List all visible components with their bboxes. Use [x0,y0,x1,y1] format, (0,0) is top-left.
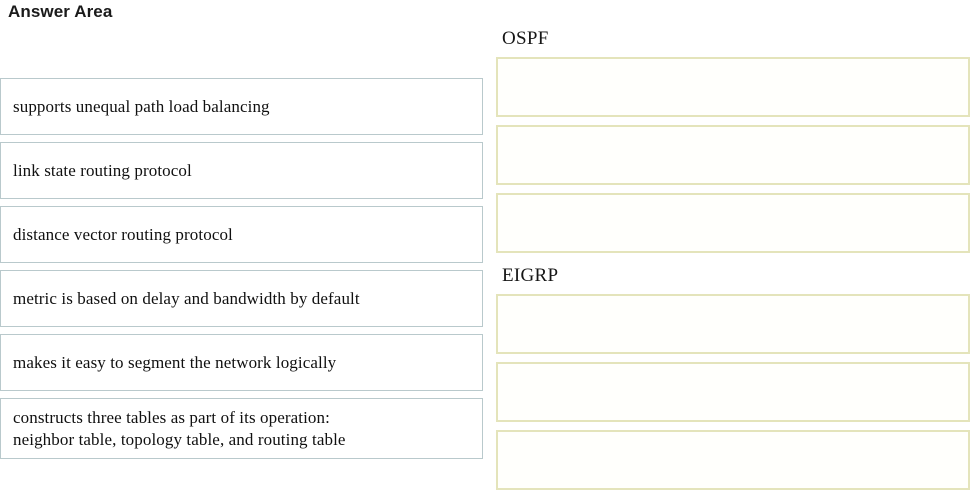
answer-choice-label: makes it easy to segment the network log… [13,352,337,372]
answer-choice-item[interactable]: makes it easy to segment the network log… [0,334,483,391]
drop-slot-eigrp-2[interactable] [496,362,970,422]
drop-target-column: OSPF EIGRP [496,28,970,490]
drop-slot-ospf-2[interactable] [496,125,970,185]
answer-choice-item[interactable]: constructs three tables as part of its o… [0,398,483,459]
answer-choice-label: constructs three tables as part of its o… [13,407,346,449]
answer-choice-item[interactable]: distance vector routing protocol [0,206,483,263]
drop-slot-ospf-1[interactable] [496,57,970,117]
answer-choice-label: distance vector routing protocol [13,224,233,244]
answer-choice-label: metric is based on delay and bandwidth b… [13,288,360,308]
answer-choice-label: supports unequal path load balancing [13,96,270,116]
answer-choice-item[interactable]: supports unequal path load balancing [0,78,483,135]
drop-slot-ospf-3[interactable] [496,193,970,253]
page-title: Answer Area [8,2,113,21]
answer-choice-list: supports unequal path load balancing lin… [0,78,483,466]
group-label-ospf: OSPF [502,28,549,49]
answer-choice-item[interactable]: metric is based on delay and bandwidth b… [0,270,483,327]
group-label-eigrp: EIGRP [502,265,559,286]
answer-choice-item[interactable]: link state routing protocol [0,142,483,199]
drop-slot-eigrp-3[interactable] [496,430,970,490]
answer-choice-label: link state routing protocol [13,160,192,180]
drop-slot-eigrp-1[interactable] [496,294,970,354]
